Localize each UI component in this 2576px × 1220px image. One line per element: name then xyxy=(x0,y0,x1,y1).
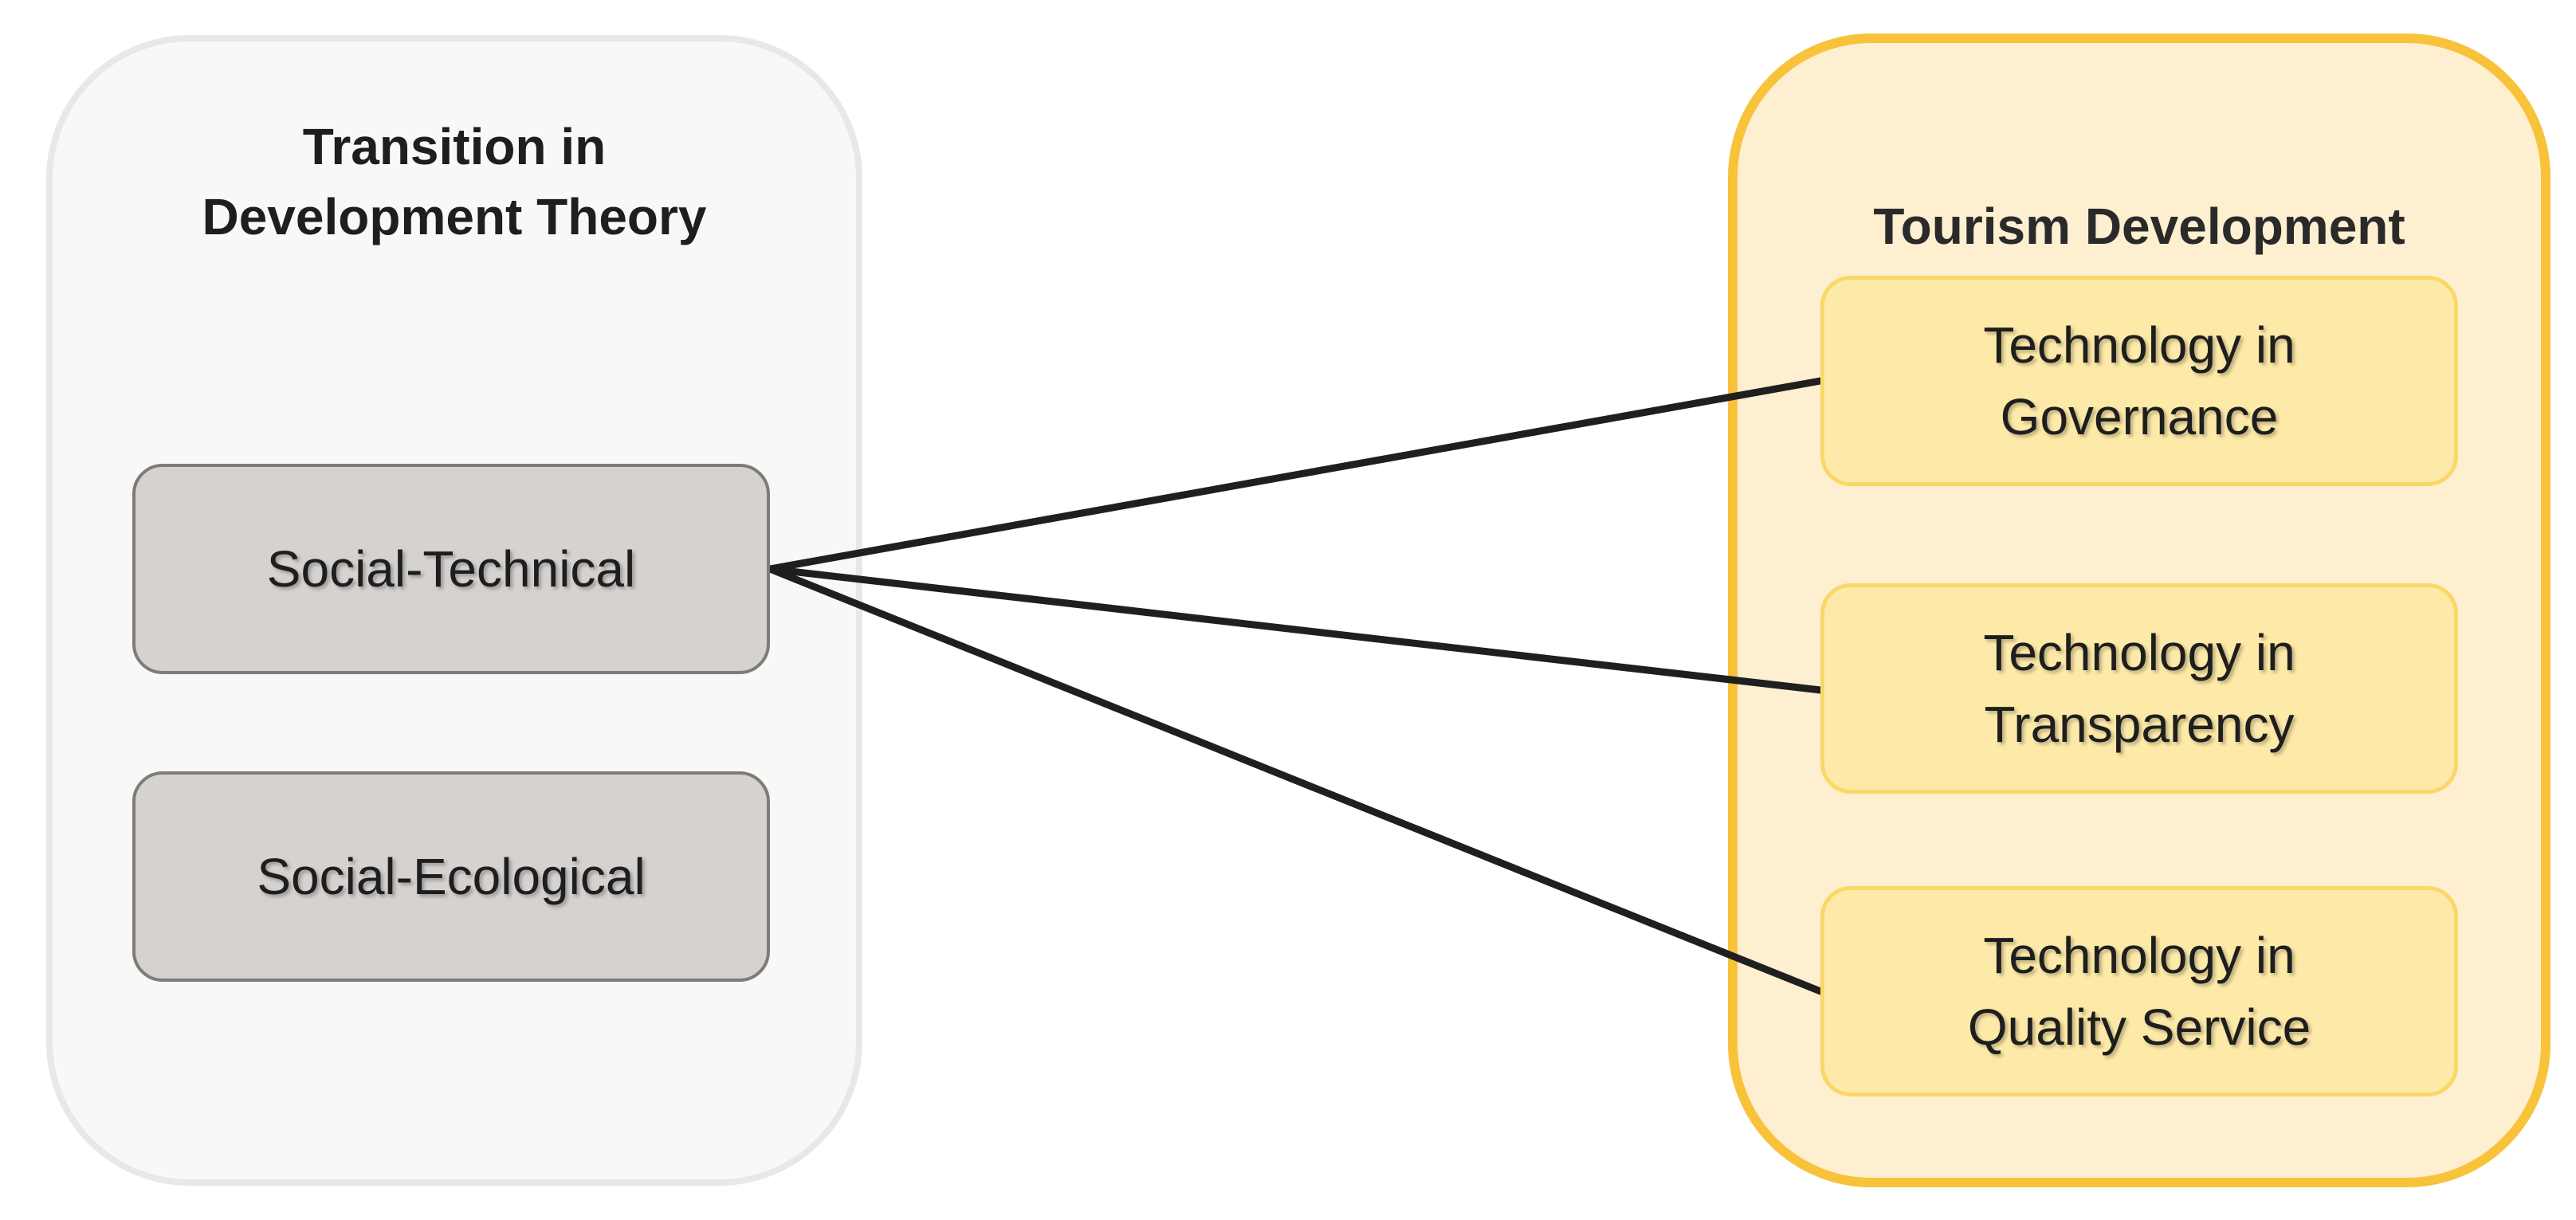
node-technology-in-transparency: Technology in Transparency xyxy=(1820,583,2458,794)
right-group-title: Tourism Development xyxy=(1873,198,2405,255)
node-social-technical: Social-Technical xyxy=(132,464,770,674)
node-social-ecological: Social-Ecological xyxy=(132,771,770,982)
node-technology-in-governance: Technology in Governance xyxy=(1820,276,2458,486)
left-group-title: Transition in Development Theory xyxy=(202,118,707,245)
node-technology-in-quality-service: Technology in Quality Service xyxy=(1820,886,2458,1096)
connector-social-technical-to-quality xyxy=(766,565,1824,995)
connector-social-technical-to-transparency xyxy=(766,565,1824,694)
connector-social-technical-to-governance xyxy=(766,377,1824,573)
